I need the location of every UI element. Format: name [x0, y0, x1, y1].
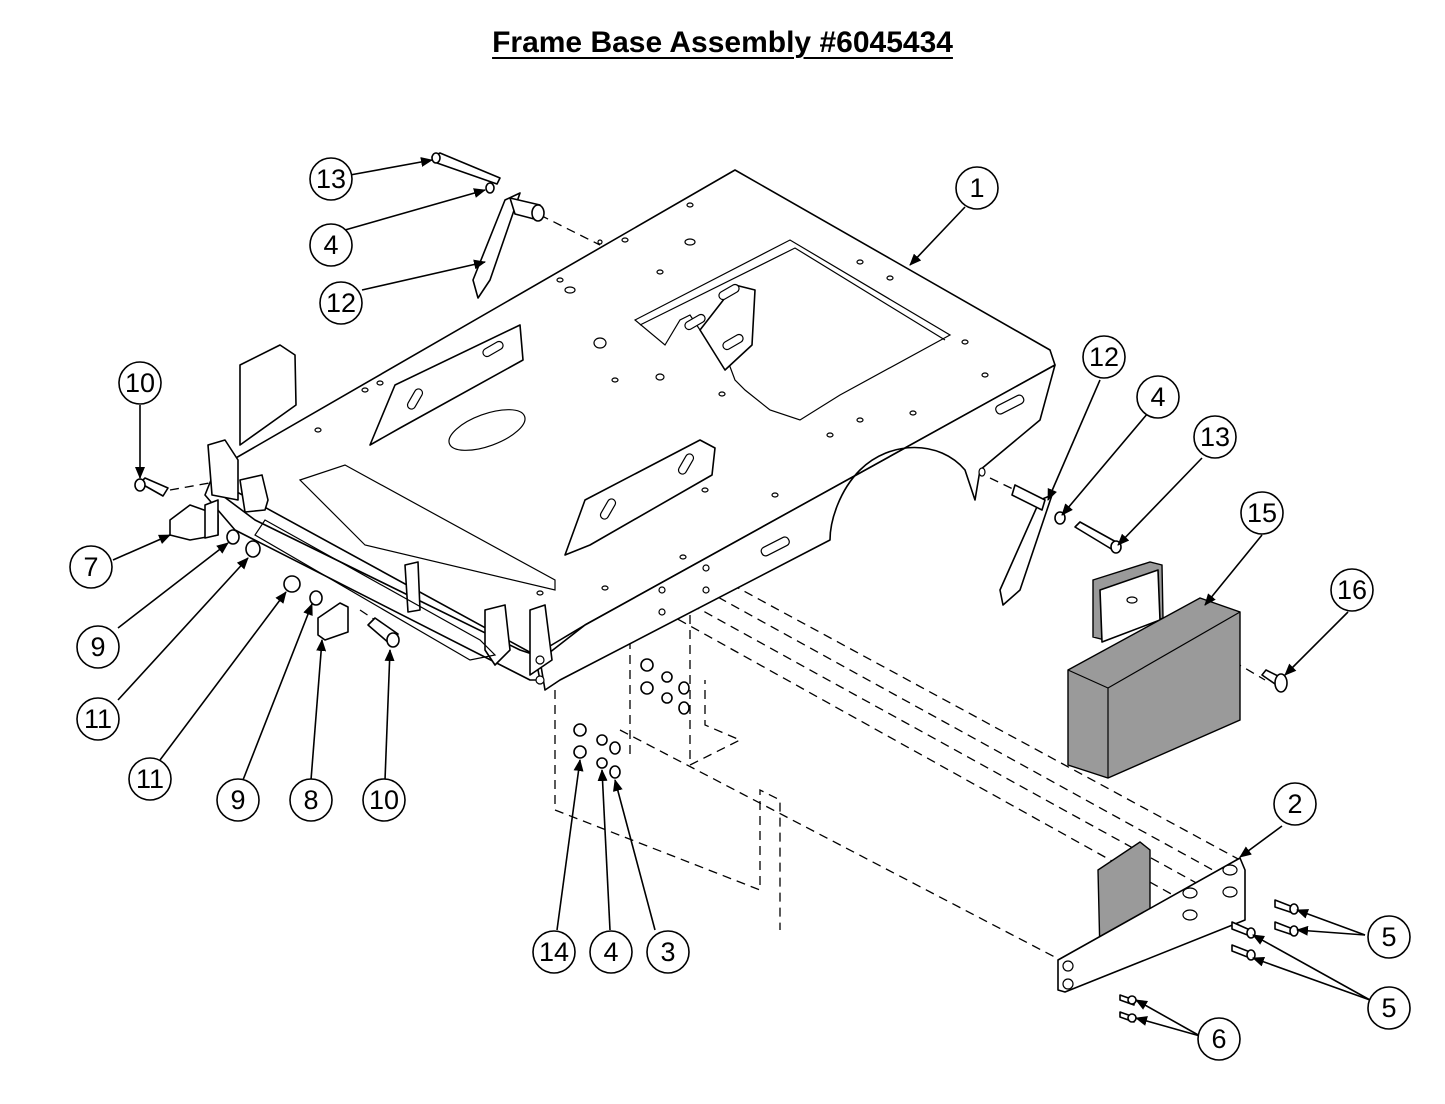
callout-label: 10 — [369, 785, 399, 815]
callout-label: 12 — [1089, 342, 1119, 372]
frame-slots — [406, 283, 1025, 557]
callout-part-10-bottom: 10 — [362, 778, 406, 822]
callout-balloons: 1 2 3 4 4 4 5 5 — [69, 157, 1411, 1061]
callout-part-13-top: 13 — [309, 157, 353, 201]
callout-part-10-left: 10 — [118, 361, 162, 405]
callout-label: 4 — [1150, 382, 1165, 412]
callout-label: 14 — [539, 937, 569, 967]
callout-part-15: 15 — [1240, 491, 1284, 535]
nut-part-11-left — [245, 540, 261, 558]
callout-part-12-right: 12 — [1082, 335, 1126, 379]
callout-part-9-bottom: 9 — [216, 778, 260, 822]
screws-part-5 — [1231, 899, 1299, 961]
washer-part-9-lower — [309, 590, 323, 606]
callout-label: 16 — [1337, 575, 1367, 605]
callout-part-5-lower: 5 — [1367, 986, 1411, 1030]
callout-label: 15 — [1247, 498, 1277, 528]
callout-label: 3 — [660, 937, 675, 967]
callout-label: 5 — [1381, 993, 1396, 1023]
callout-part-4-bottom: 4 — [589, 930, 633, 974]
callout-part-4-top: 4 — [309, 223, 353, 267]
callout-label: 9 — [90, 632, 105, 662]
callout-label: 4 — [603, 937, 618, 967]
callout-part-6: 6 — [1197, 1017, 1241, 1061]
screw-part-16 — [1261, 669, 1288, 693]
fastener-stack-14-4-3 — [573, 658, 690, 779]
callout-part-2: 2 — [1273, 782, 1317, 826]
callout-part-14: 14 — [532, 930, 576, 974]
callout-label: 9 — [230, 785, 245, 815]
bolt-part-13-right — [1074, 521, 1122, 554]
bracket-part-8 — [317, 602, 349, 641]
screws-part-6 — [1119, 994, 1137, 1023]
callout-label: 5 — [1381, 922, 1396, 952]
weight-box-part-15 — [1067, 561, 1241, 779]
callout-label: 6 — [1211, 1024, 1226, 1054]
callout-part-11-bottom: 11 — [128, 757, 172, 801]
callout-part-1: 1 — [955, 166, 999, 210]
callout-part-7: 7 — [69, 545, 113, 589]
spike-part-12-top — [472, 192, 545, 299]
callout-label: 11 — [84, 704, 112, 734]
callout-label: 11 — [136, 764, 164, 794]
callout-label: 1 — [969, 173, 984, 203]
frame-holes — [314, 202, 989, 685]
washer-part-9-left — [226, 529, 240, 545]
bolt-part-10-left — [134, 477, 169, 497]
diagram-title: Frame Base Assembly #6045434 — [492, 26, 953, 59]
callout-part-4-right: 4 — [1136, 375, 1180, 419]
callout-part-3: 3 — [646, 930, 690, 974]
callout-part-5-upper: 5 — [1367, 915, 1411, 959]
callout-part-13-right: 13 — [1193, 415, 1237, 459]
nut-part-11-lower — [283, 575, 301, 593]
frame-base-part-1 — [204, 169, 1056, 691]
pin-part-10-lower — [367, 617, 400, 648]
callout-label: 13 — [316, 164, 346, 194]
callout-label: 4 — [323, 230, 338, 260]
callout-label: 7 — [83, 552, 98, 582]
callout-part-8: 8 — [289, 778, 333, 822]
callout-label: 13 — [1200, 422, 1230, 452]
bolt-part-13-top — [431, 152, 501, 185]
callout-part-9-left: 9 — [76, 625, 120, 669]
callout-label: 10 — [125, 368, 155, 398]
washer-part-4-top — [485, 182, 495, 194]
callout-part-16: 16 — [1330, 568, 1374, 612]
callout-label: 12 — [326, 288, 356, 318]
bracket-part-7 — [169, 499, 219, 541]
spike-part-12-right — [999, 484, 1053, 606]
callout-label: 8 — [303, 785, 318, 815]
callout-part-11-left: 11 — [76, 697, 120, 741]
leader-lines — [112, 157, 1371, 1037]
callout-label: 2 — [1287, 789, 1302, 819]
callout-part-12-top: 12 — [319, 281, 363, 325]
bracket-plate-part-2 — [1057, 841, 1246, 993]
